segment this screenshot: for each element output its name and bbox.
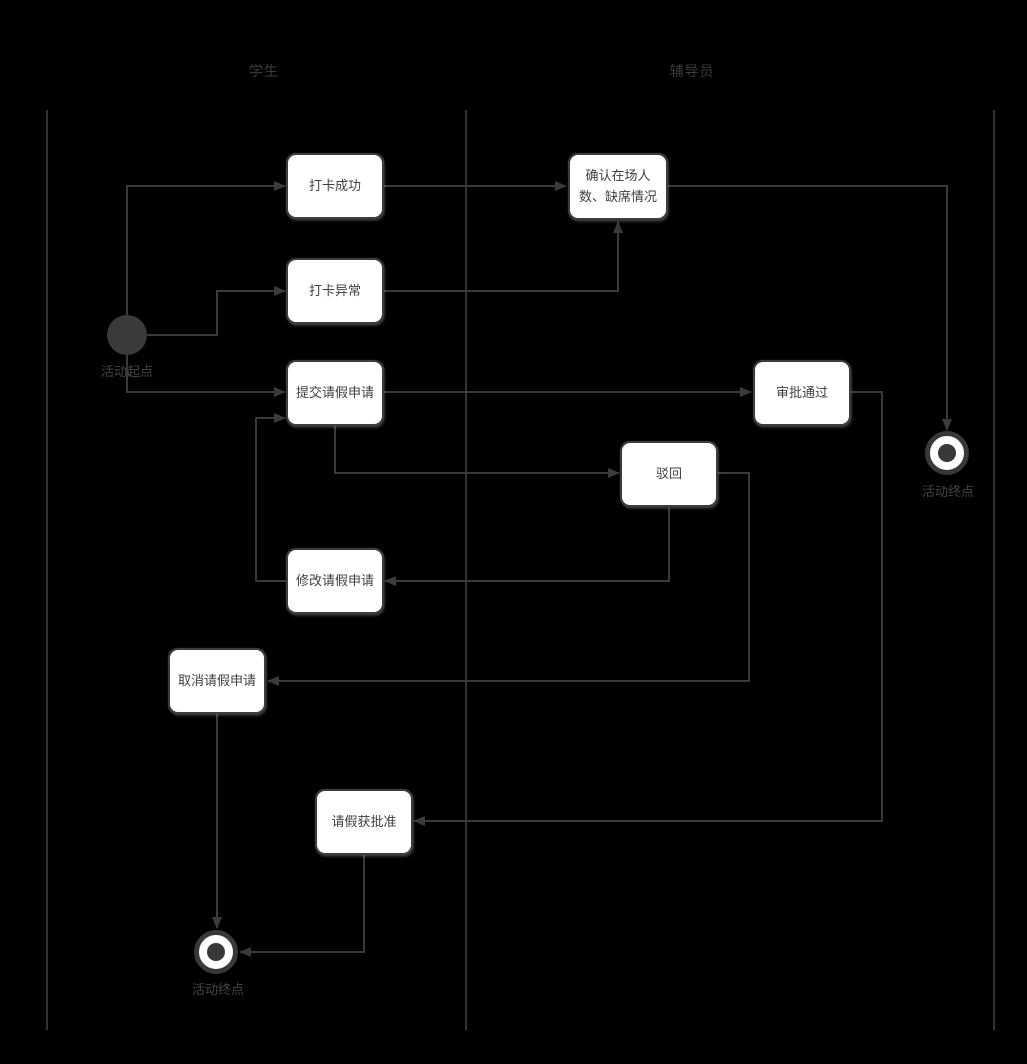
node-leave-approved: 请假获批准 [315,789,413,855]
edge-start-to-submit-leave [126,355,286,397]
node-submit-leave-request: 提交请假申请 [286,360,384,426]
node-checkin-abnormal: 打卡异常 [286,258,384,324]
end-node-bottom-dot [207,943,225,961]
edge-leave-approved-to-end-bottom [239,855,365,957]
end-node-right-dot [938,444,956,462]
edge-start-to-checkin-success [126,181,286,315]
edge-start-to-checkin-abnormal [147,286,286,336]
end-node-bottom [194,930,238,974]
end-node-bottom-label: 活动终点 [191,982,245,997]
edge-checkin-abnormal-to-confirm [384,221,623,292]
edge-approval-to-leave-approved [413,391,883,826]
start-node-label: 活动起点 [100,364,154,379]
end-node-right-label: 活动终点 [921,484,975,499]
lane-title-counselor: 辅导员 [669,63,715,79]
node-cancel-leave-request: 取消请假申请 [168,648,266,714]
start-node [107,315,147,355]
node-checkin-success: 打卡成功 [286,153,384,219]
lane-title-student: 学生 [249,63,279,79]
edge-reject-to-modify-leave [384,508,670,586]
edge-reject-to-cancel-leave [267,472,750,686]
node-confirm-attendance: 确认在场人 数、缺席情况 [568,153,668,220]
end-node-right [925,431,969,475]
node-approval-passed: 审批通过 [753,360,851,426]
edge-submit-leave-to-reject [334,426,620,478]
edge-modify-leave-to-submit-leave [255,413,286,582]
node-reject: 驳回 [620,441,718,507]
edge-confirm-to-end-right [668,185,952,431]
node-modify-leave-request: 修改请假申请 [286,548,384,614]
